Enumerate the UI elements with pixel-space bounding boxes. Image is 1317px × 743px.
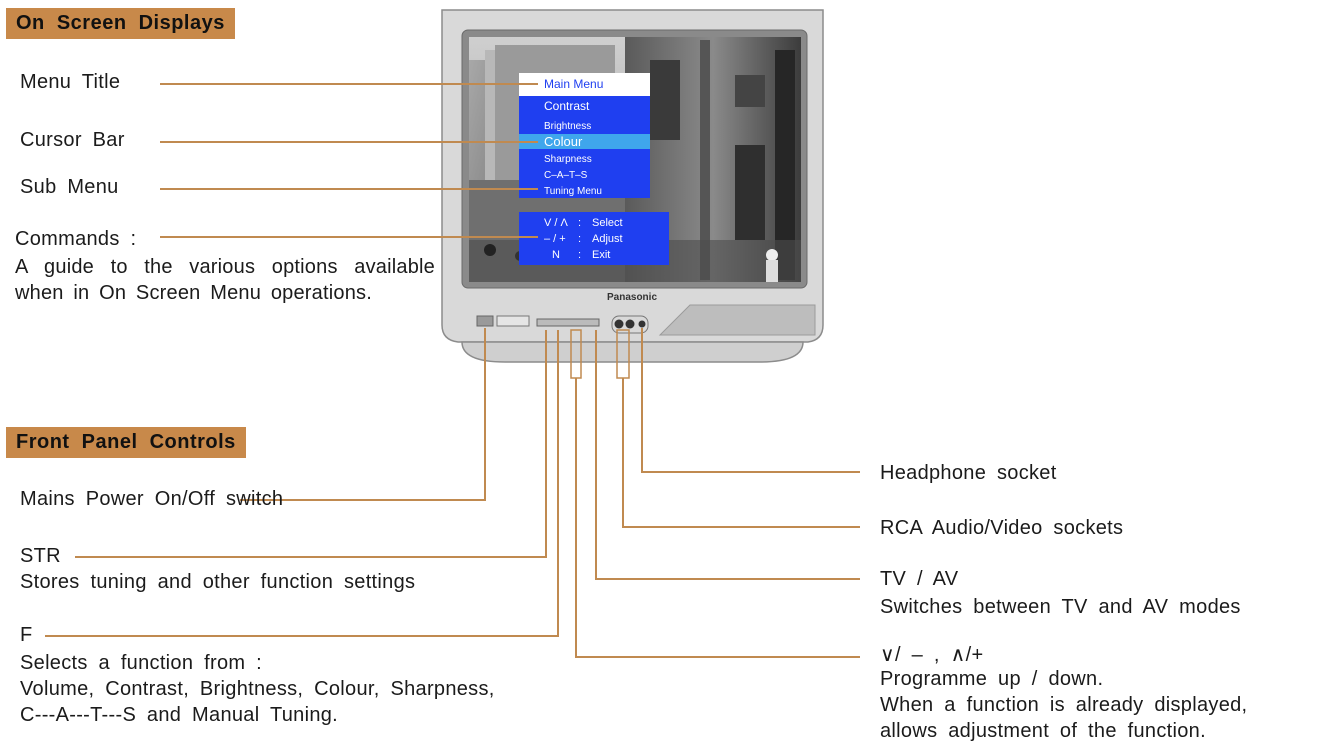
- tv-av-description: Switches between TV and AV modes: [880, 596, 1241, 618]
- screen-cursor-bar: [519, 134, 650, 149]
- screen-commands-panel: [519, 212, 669, 265]
- f-description-line3: C---A---T---S and Manual Tuning.: [20, 704, 339, 726]
- f-description-line2: Volume, Contrast, Brightness, Colour, Sh…: [20, 678, 495, 700]
- screen-menu-item: Tuning Menu: [544, 186, 602, 197]
- screen-menu-item: Sharpness: [544, 154, 592, 165]
- label-rca-sockets: RCA Audio/Video sockets: [880, 517, 1124, 539]
- tv-rca-socket-left: [614, 319, 624, 329]
- tv-display-window: [496, 315, 530, 327]
- screen-menu-item: Colour: [544, 134, 583, 149]
- tv-rca-socket-right: [625, 319, 635, 329]
- label-str: STR: [20, 545, 61, 567]
- screen-menu-title: Main Menu: [544, 77, 603, 91]
- screen-command-key: N: [552, 249, 560, 261]
- screen-command-action: Adjust: [592, 233, 623, 245]
- label-f: F: [20, 624, 33, 646]
- screen-command-sep: :: [578, 233, 581, 245]
- screen-menu-item: C–A–T–S: [544, 170, 588, 181]
- tv-button-strip: [536, 318, 600, 327]
- programme-description-line2: When a function is already displayed,: [880, 694, 1248, 716]
- screen-command-action: Exit: [592, 249, 610, 261]
- label-sub-menu: Sub Menu: [20, 176, 119, 198]
- screen-command-key: V / Λ: [544, 217, 569, 229]
- label-mains-power: Mains Power On/Off switch: [20, 488, 284, 510]
- screen-command-sep: :: [578, 249, 581, 261]
- label-cursor-bar: Cursor Bar: [20, 129, 125, 151]
- leader-lines: [45, 83, 860, 658]
- osd-section-heading: On Screen Displays: [6, 8, 235, 39]
- screen-command-sep: :: [578, 217, 581, 229]
- label-commands: Commands :: [15, 228, 137, 250]
- screen-menu-item: Contrast: [544, 99, 590, 113]
- screen-menu-title-bar: [519, 73, 650, 96]
- commands-description: A guide to the various options available…: [15, 256, 435, 304]
- label-tv-av: TV / AV: [880, 568, 959, 590]
- f-description-line1: Selects a function from :: [20, 652, 263, 674]
- label-programme-buttons: ∨/ – , ∧/+: [880, 644, 984, 666]
- tv-brand-logo: Panasonic: [607, 292, 657, 303]
- label-headphone-socket: Headphone socket: [880, 462, 1057, 484]
- screen-command-key: – / +: [544, 233, 566, 245]
- tv-speaker-grille: [658, 304, 816, 336]
- str-description: Stores tuning and other function setting…: [20, 571, 416, 593]
- tv-base: [461, 341, 804, 363]
- label-menu-title: Menu Title: [20, 71, 121, 93]
- tv-headphone-socket: [638, 320, 646, 328]
- screen-command-action: Select: [592, 217, 623, 229]
- programme-description-line3: allows adjustment of the function.: [880, 720, 1206, 742]
- programme-description-line1: Programme up / down.: [880, 668, 1104, 690]
- tv-power-switch: [476, 315, 494, 327]
- screen-menu-item: Brightness: [544, 121, 591, 132]
- front-panel-section-heading: Front Panel Controls: [6, 427, 246, 458]
